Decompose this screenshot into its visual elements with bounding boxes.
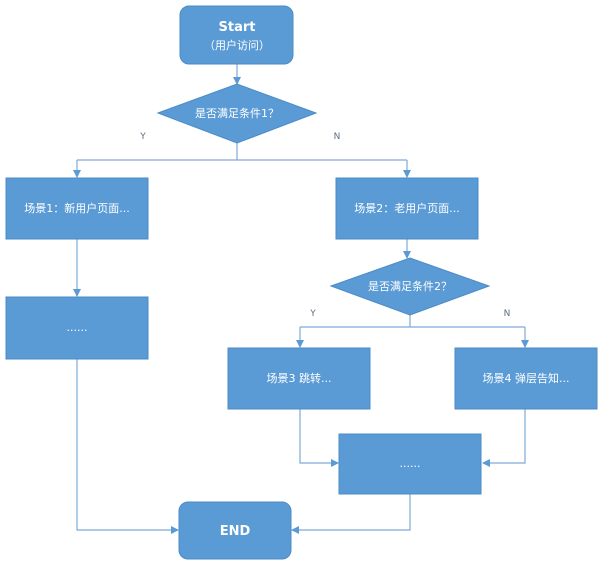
edge-scene3-ellipsis <box>299 409 339 467</box>
scene4-label: 场景4 弹层告知... <box>483 371 570 385</box>
edge-label-d2-yes: Y <box>309 309 316 319</box>
end-label: END <box>220 524 251 539</box>
edge-label-d2-no: N <box>504 309 511 319</box>
scene1-node: 场景1：新用户页面... <box>5 177 149 240</box>
scene4-node: 场景4 弹层告知... <box>454 347 598 410</box>
scene3-label: 场景3 跳转... <box>267 371 332 385</box>
decision2-node: 是否满足条件2？ <box>329 257 491 316</box>
scene3-node: 场景3 跳转... <box>227 347 371 410</box>
decision2-label: 是否满足条件2？ <box>368 279 452 293</box>
connectors <box>73 64 529 534</box>
ellipsis-left-node: ...... <box>5 296 149 360</box>
decision1-label: 是否满足条件1？ <box>195 106 279 120</box>
edge-ellipsis-mid-end <box>291 494 411 534</box>
edge-scene4-ellipsis <box>482 409 526 467</box>
ellipsis-mid-node: ...... <box>338 433 482 495</box>
end-node: END <box>178 501 292 560</box>
edge-label-d1-no: N <box>334 132 341 142</box>
scene2-node: 场景2：老用户页面... <box>335 177 479 240</box>
decision1-node: 是否满足条件1？ <box>156 83 318 144</box>
edge-label-d1-yes: Y <box>139 132 146 142</box>
start-node: Start （用户访问） <box>179 5 294 65</box>
start-subtitle: （用户访问） <box>204 38 270 52</box>
edge-ellipsis-end <box>76 359 179 534</box>
start-title: Start <box>219 20 256 35</box>
ellipsis-mid-label: ...... <box>400 457 421 470</box>
scene2-label: 场景2：老用户页面... <box>354 201 460 215</box>
scene1-label: 场景1：新用户页面... <box>24 201 130 215</box>
ellipsis-left-label: ...... <box>67 321 88 334</box>
